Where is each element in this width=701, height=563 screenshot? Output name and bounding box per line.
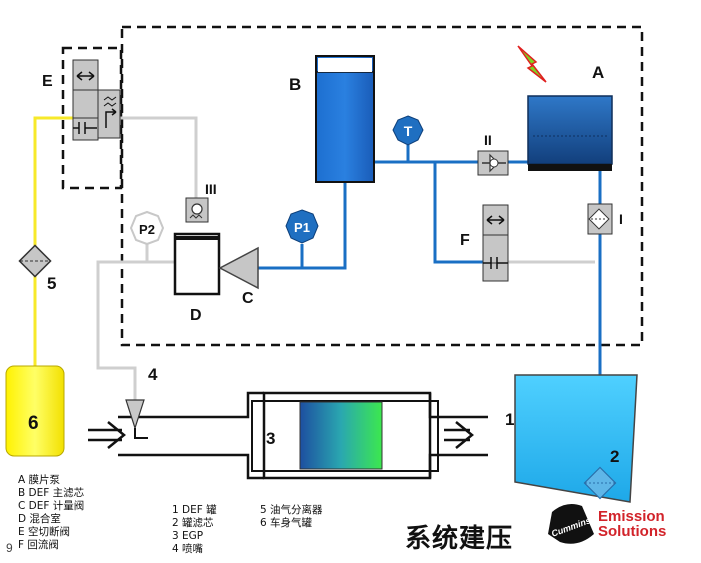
legend-item-b: B DEF 主滤芯 — [18, 487, 85, 499]
legend-item-2: 2 罐滤芯 — [172, 517, 214, 529]
filter-i — [587, 203, 613, 235]
label-2: 2 — [610, 447, 619, 466]
label-e: E — [42, 73, 53, 90]
legend-item-5: 5 油气分离器 — [260, 504, 323, 516]
label-d: D — [190, 307, 202, 324]
main-filter-b — [315, 55, 375, 183]
mixing-chamber-d — [173, 232, 221, 296]
pressure-sensor-p2 — [129, 210, 165, 246]
tank-filter-2 — [583, 466, 617, 500]
air-line-to-nozzle — [96, 260, 175, 400]
label-1: 1 — [505, 410, 514, 429]
flow-arrow-in — [88, 421, 126, 449]
air-line-to-mixer — [98, 116, 198, 198]
label-3: 3 — [266, 429, 275, 448]
pump-a — [527, 95, 613, 171]
egp-catalyst — [299, 401, 383, 470]
electric-bolt-icon — [517, 45, 547, 83]
label-t: T — [404, 123, 413, 139]
valve-iii — [185, 197, 209, 223]
legend-system: 1 DEF 罐 2 罐滤芯 3 EGP 4 喷嘴 — [172, 504, 217, 556]
return-valve-f — [482, 204, 509, 282]
legend-item-1: 1 DEF 罐 — [172, 504, 217, 516]
legend-components: A 膜片泵 B DEF 主滤芯 C DEF 计量阀 D 混合室 E 空切断阀 F… — [18, 474, 84, 552]
label-c: C — [242, 290, 254, 307]
brand-name: Emission Solutions — [598, 509, 666, 539]
legend-item-6: 6 车身气罐 — [260, 517, 313, 529]
flow-arrow-out — [444, 421, 474, 449]
valve-e — [72, 59, 121, 141]
pressure-sensor-p1 — [285, 209, 319, 244]
brand-line-2: Solutions — [598, 523, 667, 540]
legend-item-a: A 膜片泵 — [18, 474, 61, 486]
label-iii: III — [205, 181, 217, 197]
oil-gas-separator — [18, 244, 52, 278]
air-supply-line — [33, 116, 73, 372]
page-number: 9 — [6, 541, 13, 555]
legend-air: 5 油气分离器 6 车身气罐 — [260, 504, 323, 530]
label-p2: P2 — [139, 222, 155, 237]
legend-item-3: 3 EGP — [172, 530, 204, 542]
temperature-sensor-t — [392, 115, 424, 146]
label-a: A — [592, 63, 604, 82]
metering-valve-c — [218, 246, 259, 290]
legend-item-4: 4 喷嘴 — [172, 543, 204, 555]
check-valve-ii — [477, 150, 509, 176]
def-tank — [514, 374, 638, 503]
label-ii: II — [484, 132, 492, 148]
nozzle-4 — [125, 399, 148, 439]
cummins-logo-icon: Cummins — [548, 504, 594, 544]
dosing-unit-boundary — [120, 25, 644, 347]
legend-item-f: F 回流阀 — [18, 539, 59, 551]
legend-item-e: E 空切断阀 — [18, 526, 70, 538]
slide-title: 系统建压 — [405, 524, 514, 554]
label-6: 6 — [28, 413, 39, 434]
label-b: B — [289, 75, 301, 94]
label-f: F — [460, 232, 470, 249]
label-5: 5 — [47, 274, 56, 293]
legend-item-d: D 混合室 — [18, 513, 61, 525]
brand-line-1: Emission — [598, 508, 665, 525]
vehicle-air-tank — [5, 365, 65, 457]
label-i: I — [619, 211, 623, 227]
legend-item-c: C DEF 计量阀 — [18, 500, 85, 512]
label-4: 4 — [148, 365, 158, 384]
exhaust-pipe — [118, 391, 488, 480]
label-p1: P1 — [294, 220, 310, 235]
